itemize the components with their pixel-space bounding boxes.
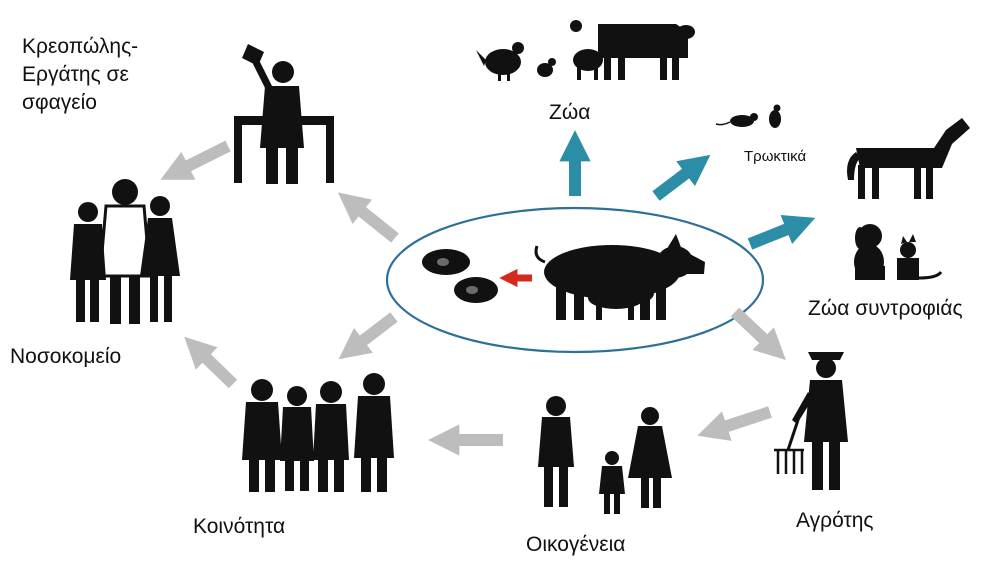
family-icon (538, 396, 672, 514)
arrow-to-community (338, 312, 398, 360)
label-butcher-line-3: σφαγείο (22, 91, 97, 114)
arrow-butcher-to-hospital (160, 140, 231, 180)
pig-with-piglet-icon (534, 234, 705, 320)
people-group-icon (242, 373, 394, 492)
medical-staff-icon (70, 179, 180, 324)
horse-icon (847, 118, 970, 199)
butcher-icon (234, 44, 334, 184)
mice-icon (715, 104, 781, 128)
arrow-to-pets (747, 214, 816, 250)
pork-cuts-icon (422, 249, 498, 303)
label-butcher-line-1: Κρεοπώλης- (22, 35, 139, 58)
arrow-farmer-to-family (697, 406, 772, 441)
farm-animals-icon (476, 20, 695, 81)
source-ellipse (385, 206, 765, 354)
label-community: Κοινότητα (193, 515, 286, 538)
teal-arrows (559, 130, 816, 250)
farmer-icon (774, 352, 848, 490)
label-animals: Ζώα (549, 101, 591, 124)
dog-and-cat-icon (854, 224, 943, 280)
arrow-to-rodents (652, 154, 711, 201)
label-farmer: Αγρότης (796, 509, 874, 532)
arrow-community-to-hospital (184, 336, 238, 389)
label-rodents: Τρωκτικά (744, 148, 807, 165)
arrow-to-farmer (730, 307, 786, 360)
label-butcher-line-2: Εργάτης σε (22, 63, 129, 86)
label-pets: Ζώα συντροφιάς (808, 297, 963, 320)
label-family: Οικογένεια (526, 533, 626, 556)
arrow-to-butcher (337, 192, 399, 243)
gray-arrows (160, 140, 786, 456)
label-hospital: Νοσοκομείο (10, 345, 122, 368)
